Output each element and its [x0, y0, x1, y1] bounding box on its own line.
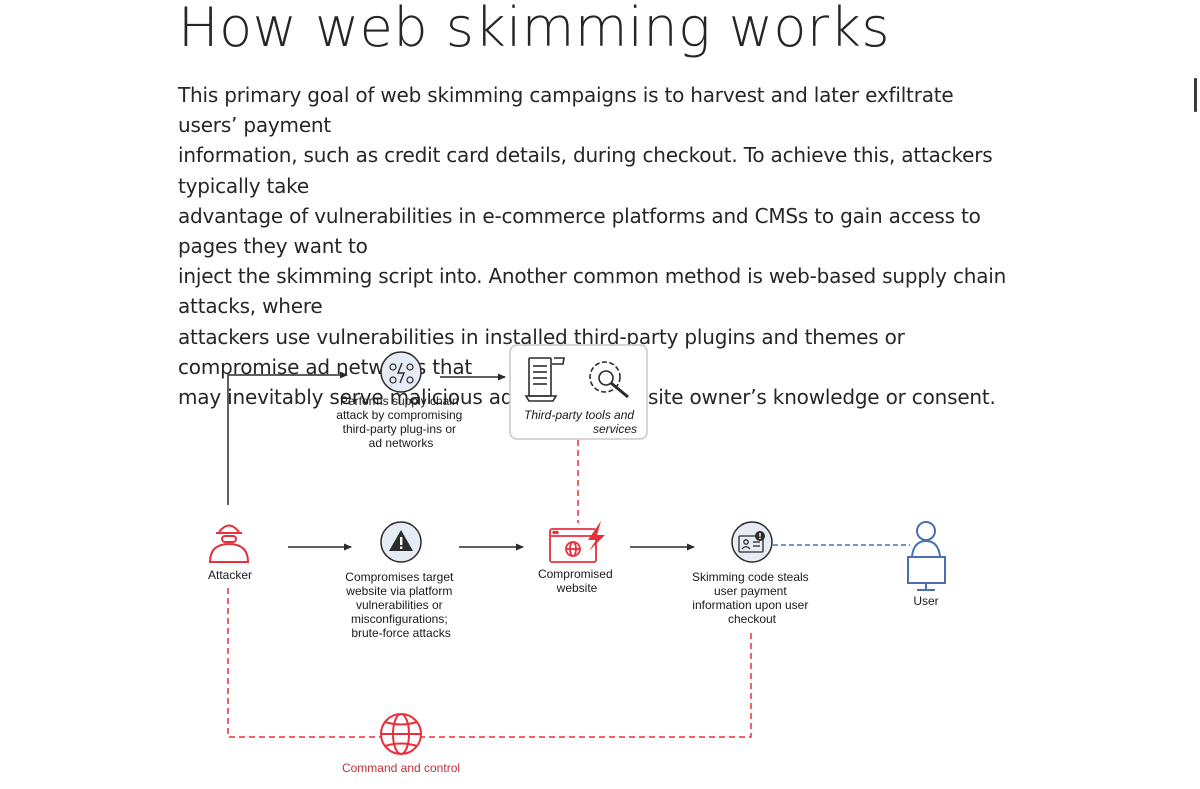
skimming-label: Skimming code steals user payment inform…: [692, 570, 812, 626]
third-party-box: [509, 344, 648, 440]
c2-label: Command and control: [342, 761, 460, 775]
globe-icon: [380, 713, 422, 755]
skimming-node: [731, 521, 773, 563]
paragraph-line: This primary goal of web skimming campai…: [178, 83, 954, 138]
third-party-label: Third-party tools and services: [524, 408, 637, 436]
connector-lines: [227, 371, 910, 738]
payment-card-icon: [738, 535, 764, 553]
script-document-icon: [524, 357, 565, 402]
paragraph-line: advantage of vulnerabilities in e-commer…: [178, 203, 981, 259]
scrollbar-thumb[interactable]: [1194, 78, 1197, 112]
gear-search-icon: [589, 361, 629, 399]
supply-chain-label: Performs supply chain attack by compromi…: [336, 394, 465, 450]
compromise-label: Compromises target website via platform …: [345, 570, 456, 640]
user-label: User: [913, 594, 938, 608]
paragraph-line: information, such as credit card details…: [178, 143, 993, 198]
supply-chain-icon: [389, 362, 414, 384]
lightning-icon: [588, 521, 605, 551]
paragraph-line: inject the skimming script into. Another…: [178, 264, 1007, 319]
attacker-icon: [208, 524, 250, 563]
arrow-attacker-to-supply-chain: [227, 371, 348, 505]
compromised-website-label: Compromised website: [538, 567, 616, 595]
compromise-node: [380, 521, 422, 563]
compromised-website-icon: [549, 528, 597, 563]
page-title: How web skimming works: [178, 0, 891, 59]
attacker-label: Attacker: [208, 568, 252, 582]
supply-chain-node: [380, 351, 422, 393]
user-icon: [907, 521, 946, 591]
dashed-c2-loop: [227, 588, 752, 738]
